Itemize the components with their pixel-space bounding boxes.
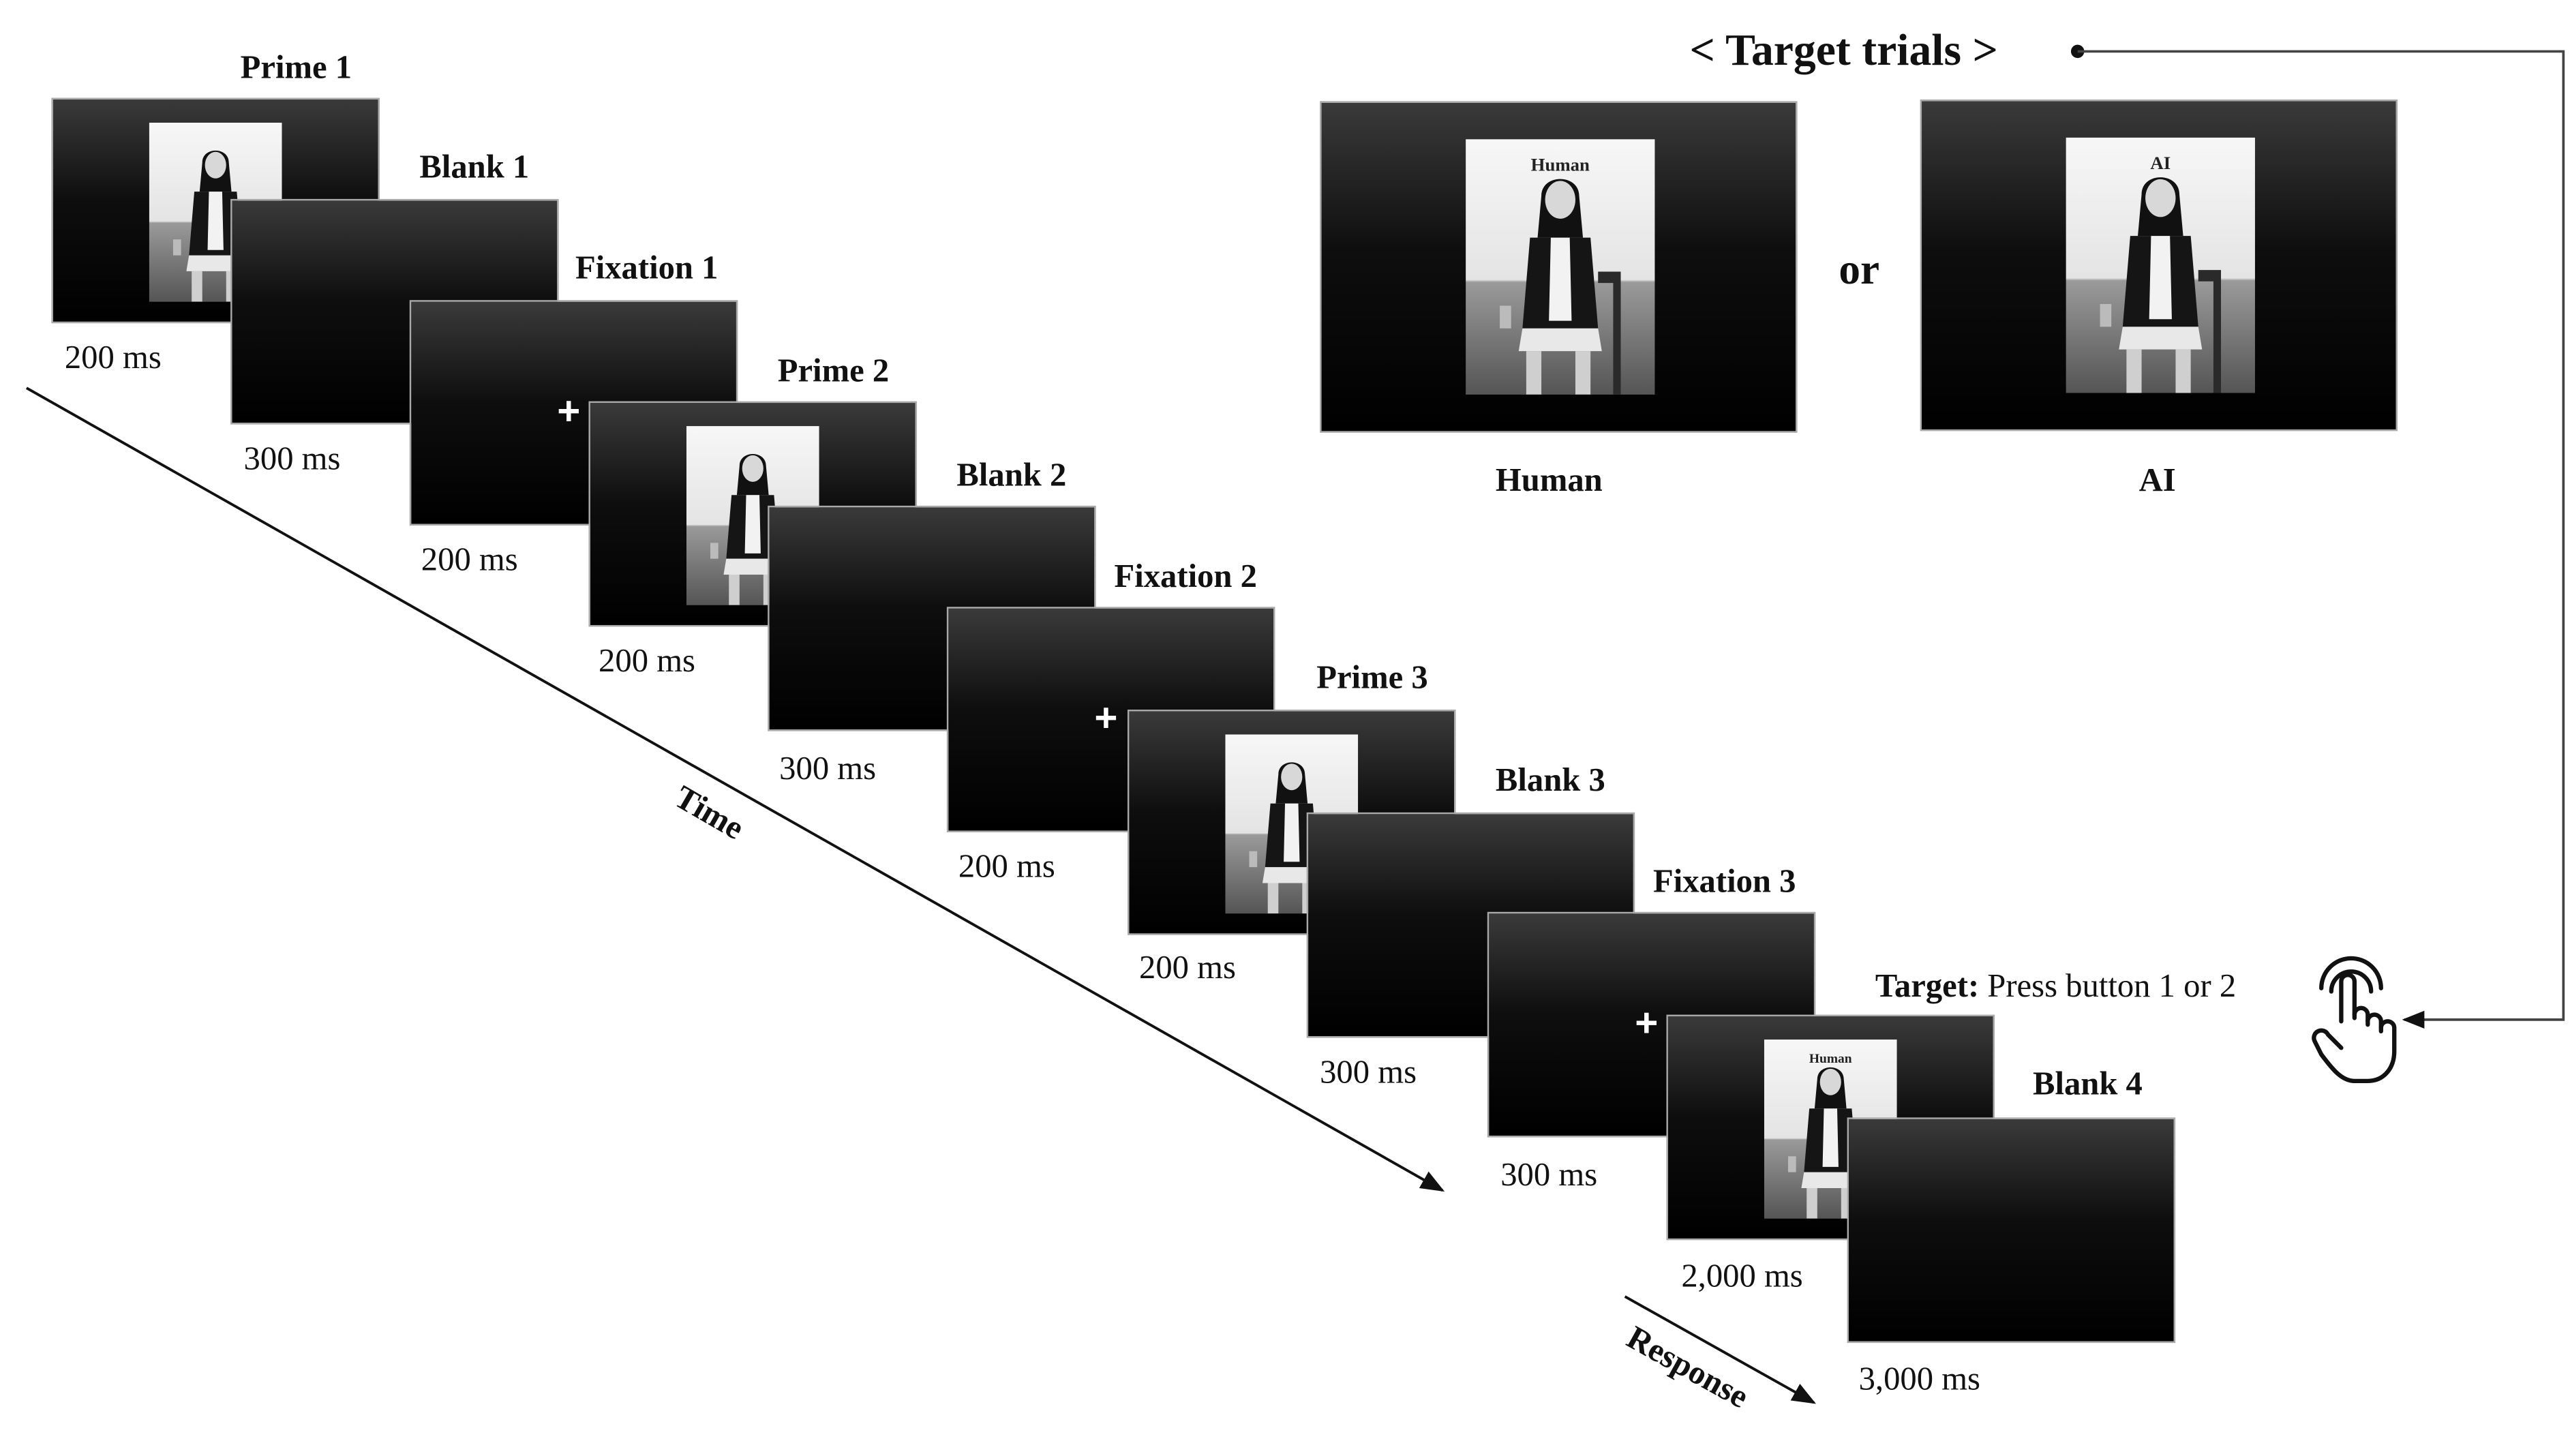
target-option-human-label: Human (1495, 462, 1603, 500)
seated-person-figure (710, 453, 796, 605)
duration-blank-3: 300 ms (1320, 1054, 1417, 1091)
label-fixation-2: Fixation 2 (1114, 558, 1257, 596)
label-prime-3: Prime 3 (1316, 660, 1428, 697)
target-option-human-screen: Human (1320, 101, 1798, 433)
label-prime-2: Prime 2 (777, 353, 890, 390)
duration-prime-1: 200 ms (64, 339, 162, 377)
target-option-ai-screen: AI (1920, 99, 2398, 431)
fixation-cross: + (557, 389, 581, 435)
screen-blank-4 (1847, 1117, 2176, 1344)
duration-prime-3: 200 ms (1138, 950, 1236, 987)
screen-prime-3 (1127, 710, 1456, 935)
duration-blank-1: 300 ms (243, 440, 341, 478)
target-instruction-label: Target: (1875, 968, 1980, 1005)
label-fixation-3: Fixation 3 (1653, 864, 1796, 900)
stimulus-photo: AI (2066, 137, 2255, 393)
target-trials-title: < Target trials > (1689, 25, 1998, 75)
response-arrow (1624, 1295, 1816, 1404)
fixation-cross: + (1094, 696, 1118, 742)
photo-condition-caption: Human (1530, 155, 1590, 176)
seated-person-figure (2100, 177, 2222, 393)
target-option-ai-label: AI (2138, 462, 2176, 500)
stimulus-photo: Human (1466, 139, 1655, 395)
label-blank-4: Blank 4 (2033, 1065, 2143, 1103)
label-fixation-1: Fixation 1 (575, 250, 719, 287)
photo-condition-caption: AI (2150, 154, 2171, 175)
label-prime-1: Prime 1 (240, 49, 352, 87)
label-blank-2: Blank 2 (956, 457, 1067, 494)
label-blank-1: Blank 1 (419, 149, 530, 186)
target-link-line (2077, 50, 2565, 1029)
duration-target: 2,000 ms (1681, 1258, 1803, 1295)
time-arrow (25, 386, 1445, 1192)
duration-blank-2: 300 ms (779, 750, 877, 788)
fixation-cross: + (1635, 1001, 1659, 1046)
seated-person-figure (1500, 179, 1621, 395)
connector-or: or (1839, 245, 1880, 294)
target-instruction: Target: Press button 1 or 2 (1875, 968, 2236, 1006)
duration-blank-4: 3,000 ms (1858, 1361, 1981, 1398)
hand-pointer-tap-icon (2312, 956, 2397, 1084)
duration-fixation-3: 300 ms (1500, 1157, 1598, 1194)
target-trials-dot (2070, 44, 2085, 59)
photo-condition-caption: Human (1809, 1051, 1852, 1066)
duration-fixation-1: 200 ms (421, 542, 518, 579)
duration-prime-2: 200 ms (599, 643, 695, 680)
target-instruction-text: Press button 1 or 2 (1987, 968, 2237, 1005)
label-blank-3: Blank 3 (1495, 762, 1605, 800)
duration-fixation-2: 200 ms (958, 849, 1055, 885)
